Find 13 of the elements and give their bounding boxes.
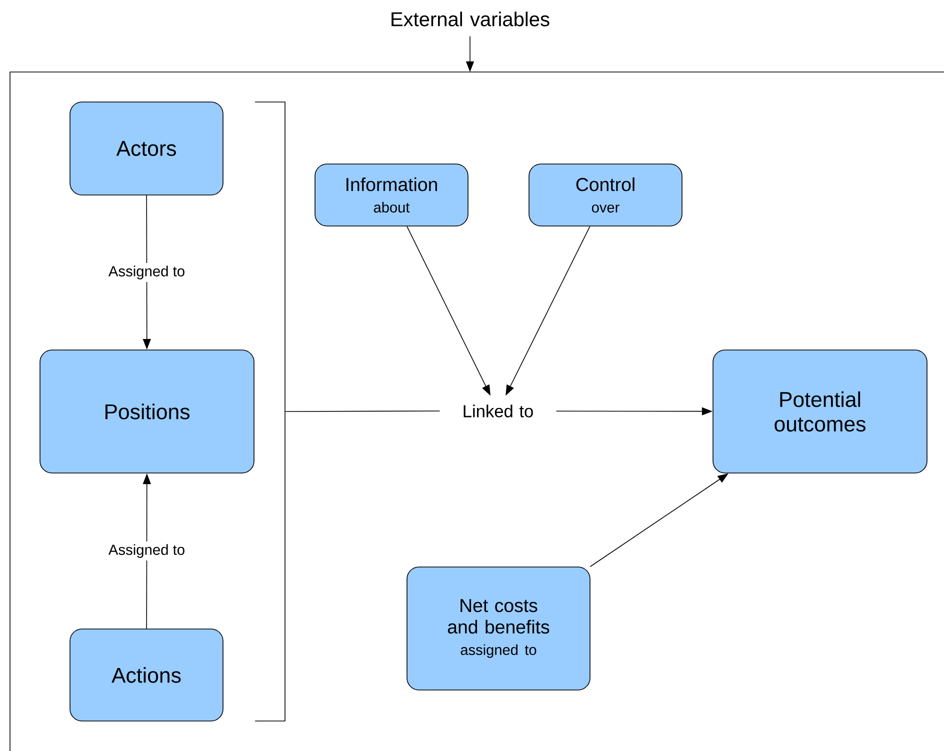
process-box: Information about — [314, 164, 468, 226]
process-box: Potential outcomes — [712, 350, 928, 474]
process-box: Positions — [40, 350, 254, 474]
text-label: Linked to — [464, 404, 533, 418]
edge-label: Assigned to — [106, 263, 188, 282]
process-box: Actors — [70, 102, 224, 196]
process-box: Actions — [70, 628, 224, 722]
frame — [10, 72, 944, 751]
text-label: External variables — [392, 12, 550, 26]
edge-label: Assigned to — [106, 542, 188, 560]
bracket — [254, 102, 286, 722]
process-box: Net costs and benefits assigned to — [406, 566, 590, 690]
process-box: Control over — [528, 164, 682, 226]
